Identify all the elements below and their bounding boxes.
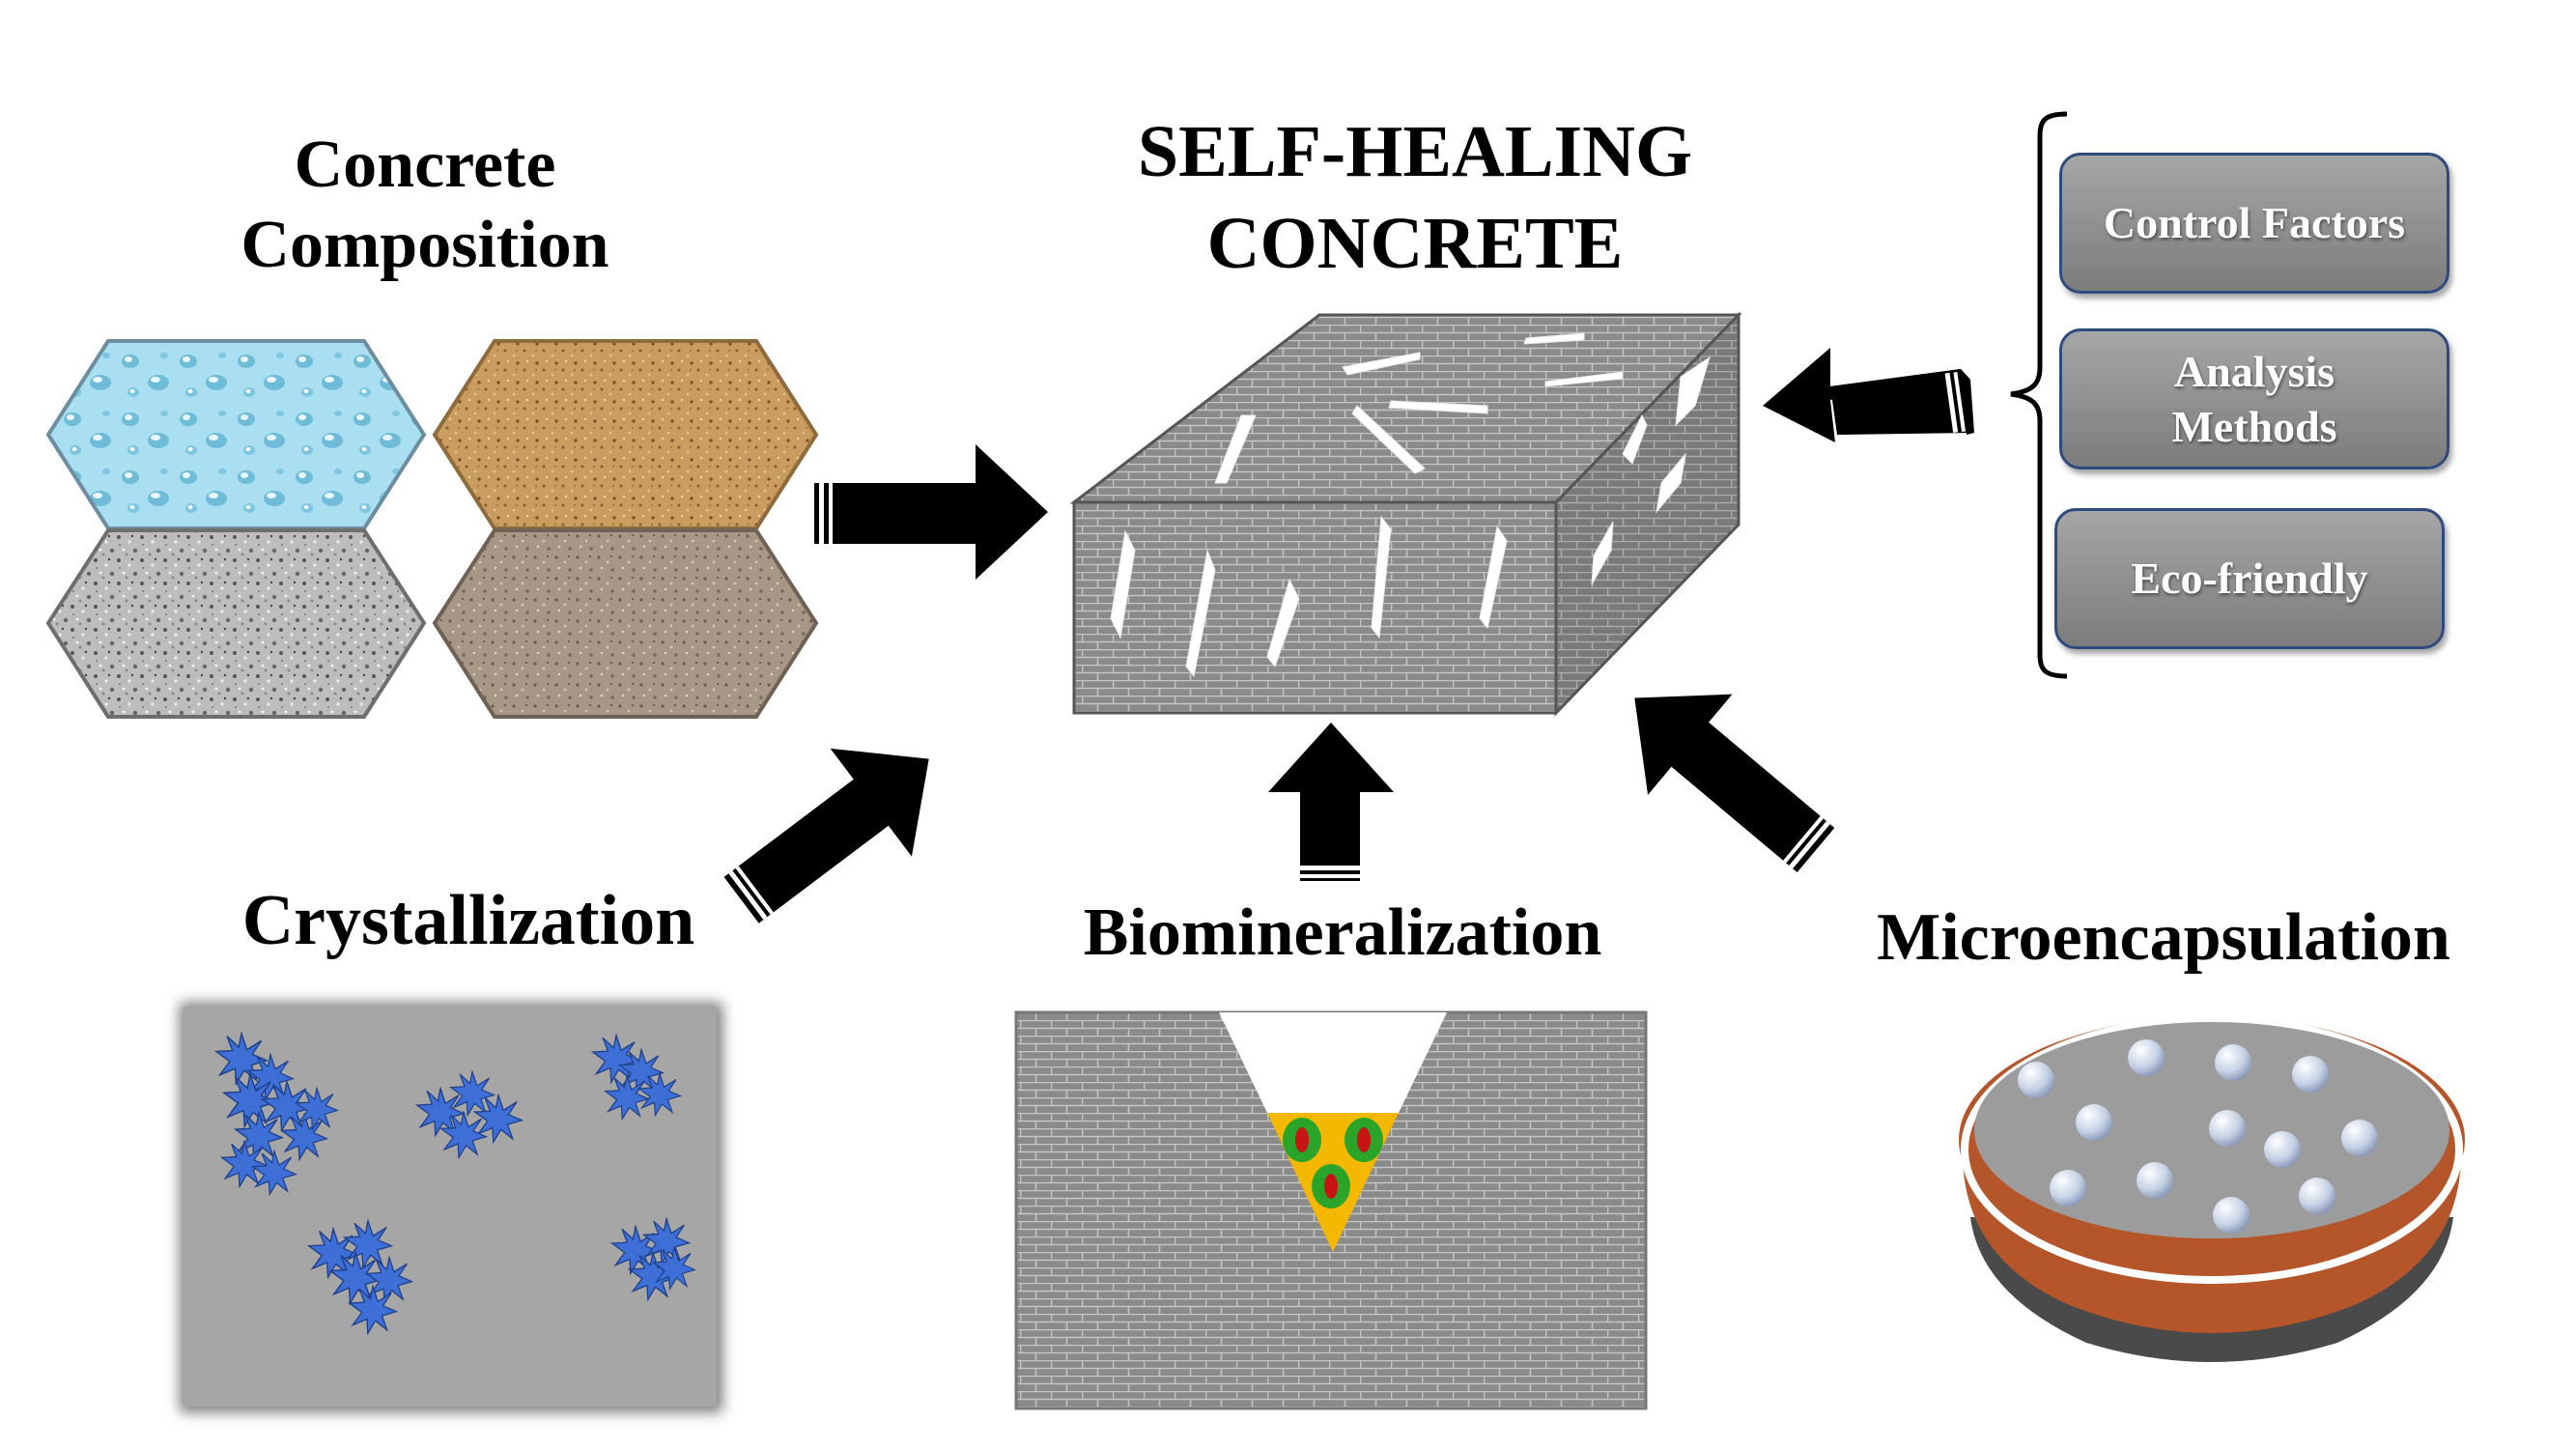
microcapsules [2018,1039,2378,1234]
curly-bracket [2010,111,2068,679]
crystallization-panel [180,1003,722,1412]
control-factors-label: Control Factors [2103,198,2406,248]
cracks [1110,332,1711,678]
arrow-biomineralization [1268,723,1394,881]
composition-hexagons [45,339,819,719]
block-side-face [1554,311,1741,717]
biomineralization-panel [1014,1010,1648,1410]
cement-hexagon [432,528,819,719]
analysis-methods-line-1: Analysis [2173,346,2335,396]
control-factors-box: Control Factors [2059,153,2449,294]
analysis-methods-box: Analysis Methods [2059,328,2449,469]
gravel-hexagon [45,528,427,719]
composition-line-1: Concrete [294,128,556,202]
sand-hexagon [432,339,819,530]
arrow-composition [814,444,1048,580]
composition-label: Concrete Composition [135,126,715,285]
analysis-methods-line-2: Methods [2171,402,2337,451]
diagram-title: SELF-HEALING CONCRETE [1005,106,1826,290]
arrow-crystallization [723,748,929,923]
microencapsulation-bowl [1959,1015,2465,1362]
bowl-white-band [1961,1015,2463,1284]
arrow-microencapsulation [1634,694,1835,872]
analysis-methods-label: Analysis Methods [2171,344,2336,455]
crystallization-label: Crystallization [241,881,695,960]
eco-friendly-label: Eco-friendly [2131,554,2368,604]
composition-line-2: Composition [241,207,609,282]
title-line-2: CONCRETE [1206,203,1624,284]
concrete-block [1069,311,1742,717]
arrows [723,348,1974,923]
water-hexagon [45,339,427,530]
biomineralization-label: Biomineralization [1083,895,1602,970]
title-line-1: SELF-HEALING [1137,111,1693,192]
bacteria [1283,1118,1383,1208]
eco-friendly-box: Eco-friendly [2054,508,2445,649]
arrow-factors [1763,348,1974,442]
microencapsulation-label: Microencapsulation [1877,900,2450,975]
crack-gap [1219,1012,1447,1113]
